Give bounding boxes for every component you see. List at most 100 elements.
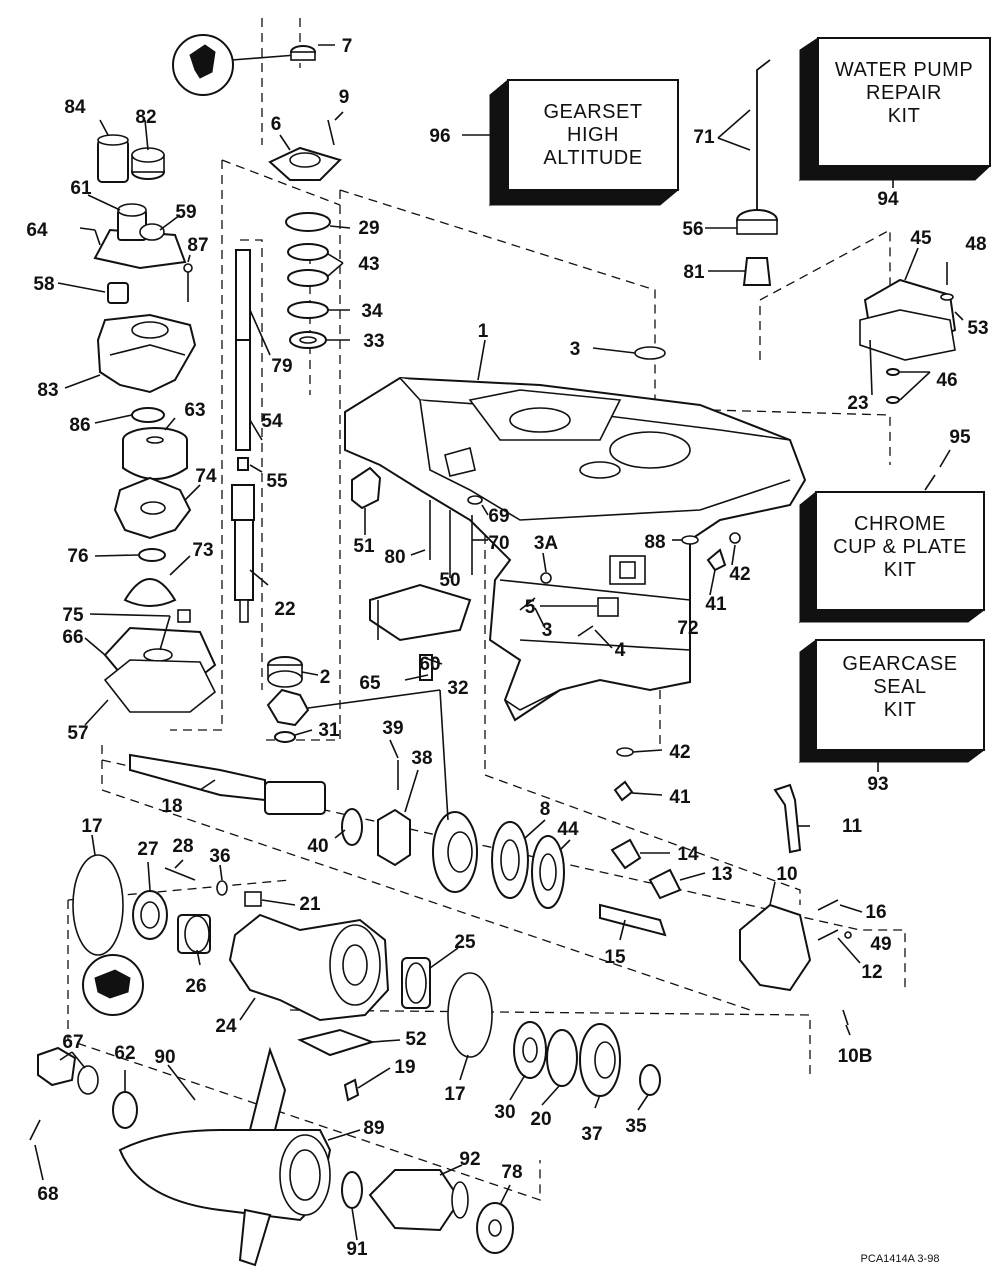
callout-50: 50	[439, 570, 460, 591]
callout-42-upper: 42	[729, 564, 750, 585]
callout-32: 32	[447, 678, 468, 699]
callout-5: 5	[525, 597, 536, 618]
callout-59: 59	[175, 202, 196, 223]
leader-lines	[34, 44, 964, 1241]
callout-35: 35	[625, 1116, 647, 1137]
callout-23: 23	[847, 393, 868, 414]
callout-87: 87	[187, 235, 208, 256]
callout-70: 70	[488, 533, 509, 554]
callout-52: 52	[405, 1029, 426, 1050]
callout-41-lower: 41	[669, 787, 691, 808]
callout-16: 16	[865, 902, 886, 923]
callout-27: 27	[137, 839, 158, 860]
callout-19: 19	[394, 1057, 415, 1078]
callout-28: 28	[172, 836, 193, 857]
callout-71: 71	[693, 127, 715, 148]
callout-43: 43	[358, 254, 379, 275]
callout-17-upper: 17	[81, 816, 102, 837]
callout-73: 73	[192, 540, 213, 561]
callout-7: 7	[342, 36, 353, 57]
callout-30: 30	[494, 1102, 515, 1123]
kit-water-pump-line2: REPAIR	[866, 82, 942, 104]
callout-63: 63	[184, 400, 205, 421]
callout-91: 91	[346, 1239, 368, 1260]
kit-box-chrome: CHROME CUP & PLATE KIT	[798, 490, 986, 623]
callout-64: 64	[26, 220, 48, 241]
callout-74: 74	[195, 466, 217, 487]
callout-92: 92	[459, 1149, 480, 1170]
callout-62: 62	[114, 1043, 135, 1064]
callout-81: 81	[683, 262, 705, 283]
kit-box-water-pump: WATER PUMP REPAIR KIT	[798, 37, 992, 182]
kit-box-gearset: GEARSET HIGH ALTITUDE	[488, 79, 680, 207]
callout-80: 80	[384, 547, 405, 568]
callout-9: 9	[339, 87, 350, 108]
callout-39: 39	[382, 718, 403, 739]
callout-25: 25	[454, 932, 476, 953]
callout-2: 2	[320, 667, 331, 688]
callout-37: 37	[581, 1124, 602, 1145]
callout-36: 36	[209, 846, 230, 867]
callout-42-lower: 42	[669, 742, 690, 763]
water-pump-parts	[93, 134, 217, 713]
callout-78: 78	[501, 1162, 522, 1183]
kit-box-seal: GEARCASE SEAL KIT	[798, 639, 986, 763]
callout-49: 49	[870, 934, 891, 955]
callout-76: 76	[67, 546, 88, 567]
callout-labels: 1 2 3 3 3A 4 5 6 7 8 9 10 10B 11 12 13 1…	[26, 36, 988, 1260]
callout-14: 14	[677, 844, 699, 865]
callout-68: 68	[37, 1184, 58, 1205]
callout-83: 83	[37, 380, 58, 401]
gearcase-housing	[344, 376, 807, 722]
callout-11: 11	[842, 816, 863, 837]
callout-53: 53	[967, 318, 988, 339]
callout-56: 56	[682, 219, 703, 240]
callout-10: 10	[776, 864, 797, 885]
callout-17-lower: 17	[444, 1084, 465, 1105]
callout-66: 66	[62, 627, 83, 648]
seal-icon-inset	[82, 954, 144, 1016]
callout-24: 24	[215, 1016, 237, 1037]
callout-3-screw: 3	[542, 620, 553, 641]
callout-22: 22	[274, 599, 295, 620]
callout-33: 33	[363, 331, 384, 352]
callout-58: 58	[33, 274, 54, 295]
kit-seal-line2: SEAL	[873, 676, 926, 698]
pump-icon-inset	[172, 34, 297, 96]
callout-4: 4	[615, 640, 626, 661]
callout-46: 46	[936, 370, 957, 391]
callout-51: 51	[353, 536, 375, 557]
callout-20: 20	[530, 1109, 551, 1130]
kit-chrome-line2: CUP & PLATE	[833, 536, 967, 558]
kit-gearset-line2: HIGH	[567, 124, 619, 146]
callout-31: 31	[318, 720, 340, 741]
callout-34: 34	[361, 301, 383, 322]
callout-57: 57	[67, 723, 88, 744]
callout-95: 95	[949, 427, 971, 448]
driveshaft-parts	[231, 45, 342, 743]
callout-3A: 3A	[534, 533, 559, 554]
kit-seal-line1: GEARCASE	[842, 653, 957, 675]
callout-12: 12	[861, 962, 882, 983]
kit-seal-line3: KIT	[884, 699, 917, 721]
callout-93: 93	[867, 774, 888, 795]
callout-29: 29	[358, 218, 379, 239]
callout-55: 55	[266, 471, 288, 492]
callout-84: 84	[64, 97, 86, 118]
callout-94: 94	[877, 189, 899, 210]
callout-10B: 10B	[838, 1046, 873, 1067]
callout-38: 38	[411, 748, 432, 769]
callout-86: 86	[69, 415, 90, 436]
callout-88: 88	[644, 532, 665, 553]
kit-chrome-line1: CHROME	[854, 513, 946, 535]
callout-45: 45	[910, 228, 932, 249]
callout-15: 15	[604, 947, 626, 968]
callout-54: 54	[261, 411, 283, 432]
callout-61: 61	[70, 178, 92, 199]
callout-67: 67	[62, 1032, 83, 1053]
propeller-parts	[29, 1046, 514, 1267]
callout-60: 60	[419, 654, 440, 675]
callout-8: 8	[540, 799, 551, 820]
